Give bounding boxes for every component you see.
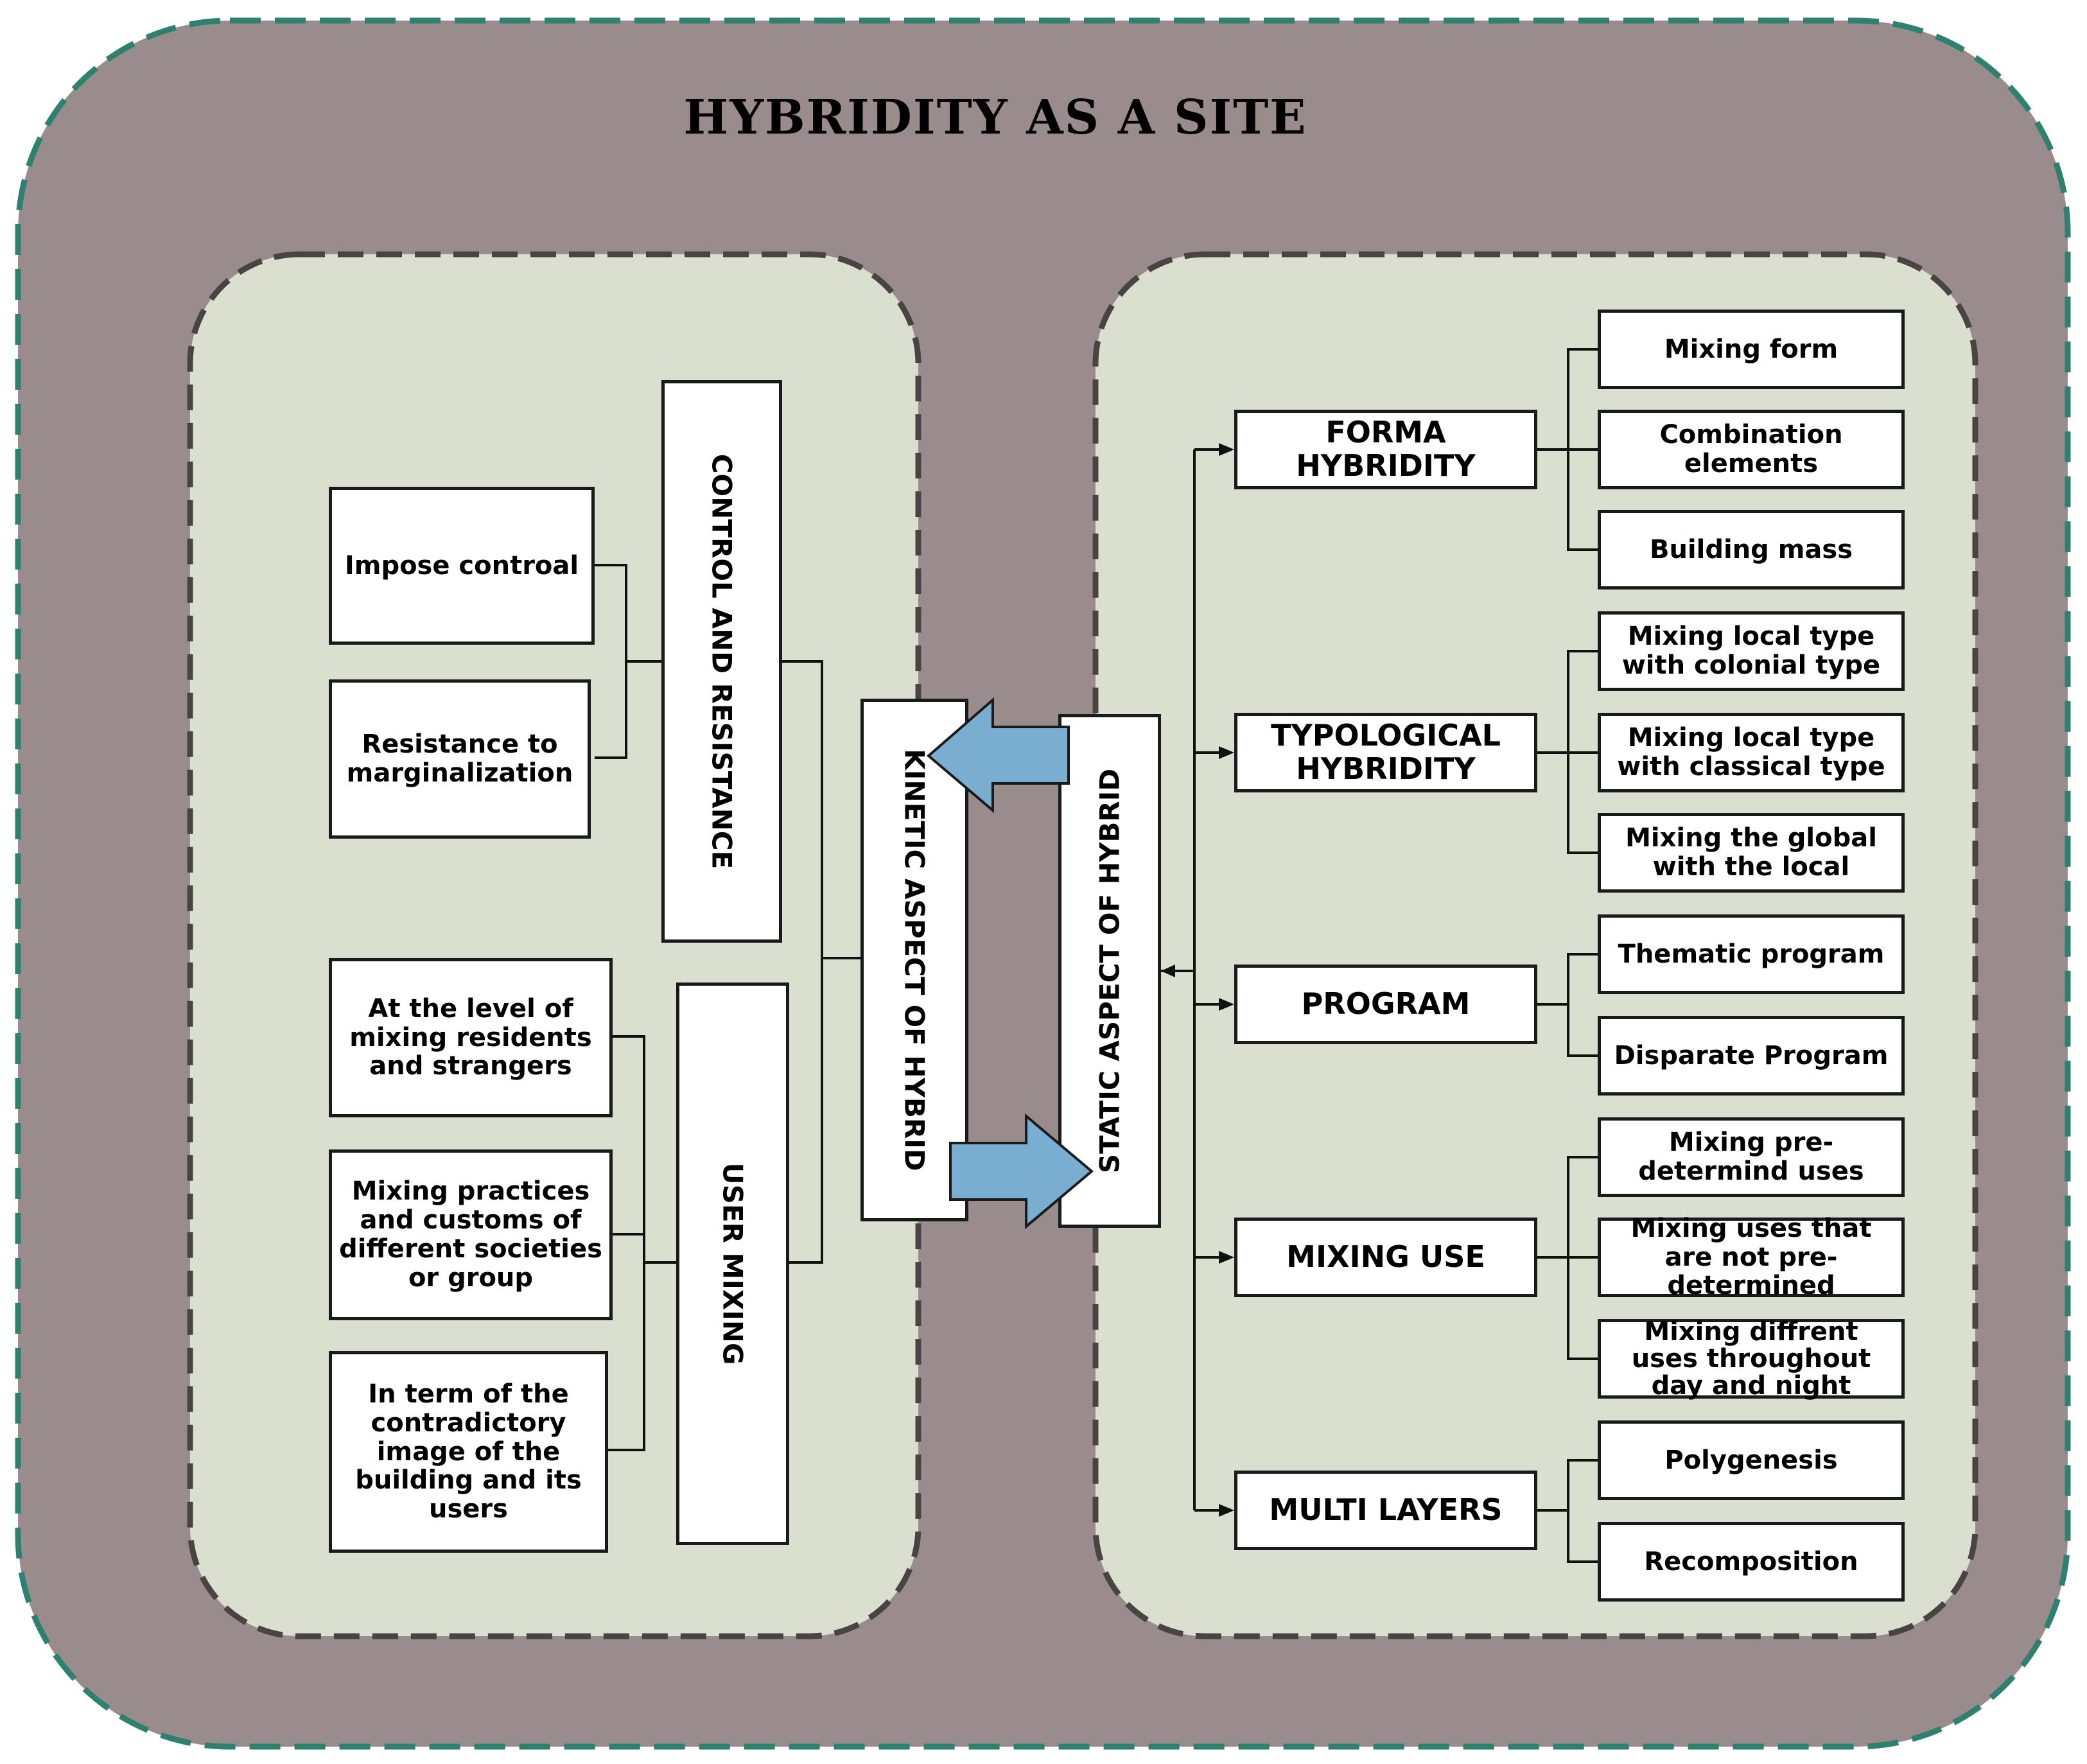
polygenesis-box: Polygenesis: [1598, 1420, 1905, 1500]
user-mixing-label: USER MIXING: [717, 1162, 749, 1365]
polygenesis-label: Polygenesis: [1664, 1445, 1838, 1475]
static-aspect-box: STATIC ASPECT OF HYBRID: [1058, 714, 1161, 1228]
thematic-program-box: Thematic program: [1598, 914, 1905, 994]
disparate-program-label: Disparate Program: [1614, 1040, 1889, 1070]
recomposition-box: Recomposition: [1598, 1522, 1905, 1602]
recomposition-label: Recomposition: [1644, 1546, 1858, 1576]
global-local-box: Mixing the global with the local: [1598, 813, 1905, 893]
building-mass-box: Building mass: [1598, 510, 1905, 589]
combination-elements-label: Combination elements: [1659, 420, 1843, 478]
residents-strangers-box: At the level of mixing residents and str…: [329, 958, 613, 1117]
not-pre-determined-label: Mixing uses that are not pre-determined: [1630, 1213, 1872, 1301]
day-and-night-box: Mixing diffrent uses throughout day and …: [1598, 1317, 1905, 1401]
impose-control-box: Impose controal: [329, 487, 595, 645]
practices-customs-box: Mixing practices and customs of differen…: [329, 1149, 613, 1320]
resistance-marginalization-label: Resistance to marginalization: [346, 729, 573, 788]
local-classical-box: Mixing local type with classical type: [1598, 713, 1905, 792]
right-connectors: [1161, 348, 1598, 1563]
thematic-program-label: Thematic program: [1618, 939, 1885, 969]
static-aspect-label: STATIC ASPECT OF HYBRID: [1094, 768, 1126, 1174]
program-label: PROGRAM: [1301, 986, 1471, 1022]
forma-hybridity-label: FORMA HYBRIDITY: [1296, 415, 1476, 483]
global-local-label: Mixing the global with the local: [1625, 823, 1877, 882]
left-connectors: [595, 564, 860, 1451]
control-and-resistance-box: CONTROL AND RESISTANCE: [661, 380, 782, 943]
mixing-use-box: MIXING USE: [1234, 1218, 1537, 1297]
day-and-night-label: Mixing diffrent uses throughout day and …: [1631, 1317, 1871, 1401]
combination-elements-box: Combination elements: [1598, 410, 1905, 489]
mixing-form-label: Mixing form: [1664, 334, 1838, 364]
resistance-marginalization-box: Resistance to marginalization: [329, 679, 591, 839]
disparate-program-box: Disparate Program: [1598, 1016, 1905, 1096]
mixing-use-label: MIXING USE: [1286, 1239, 1485, 1275]
typological-hybridity-label: TYPOLOGICAL HYBRIDITY: [1271, 718, 1501, 786]
pre-determind-uses-box: Mixing pre-determind uses: [1598, 1117, 1905, 1197]
impose-control-label: Impose controal: [344, 550, 579, 581]
practices-customs-label: Mixing practices and customs of differen…: [339, 1176, 602, 1293]
kinetic-aspect-box: KINETIC ASPECT OF HYBRID: [860, 699, 968, 1221]
contradictory-image-box: In term of the contradictory image of th…: [329, 1351, 608, 1553]
local-colonial-label: Mixing local type with colonial type: [1621, 622, 1881, 680]
mixing-form-box: Mixing form: [1598, 310, 1905, 389]
forma-hybridity-box: FORMA HYBRIDITY: [1234, 410, 1537, 489]
local-colonial-box: Mixing local type with colonial type: [1598, 611, 1905, 691]
multi-layers-box: MULTI LAYERS: [1234, 1471, 1537, 1550]
diagram-title: HYBRIDITY AS A SITE: [683, 90, 1307, 145]
connector-arrowheads: [1161, 443, 1234, 1517]
not-pre-determined-box: Mixing uses that are not pre-determined: [1598, 1214, 1905, 1300]
residents-strangers-label: At the level of mixing residents and str…: [349, 993, 592, 1081]
pre-determind-uses-label: Mixing pre-determind uses: [1638, 1128, 1864, 1186]
user-mixing-box: USER MIXING: [676, 982, 789, 1545]
typological-hybridity-box: TYPOLOGICAL HYBRIDITY: [1234, 713, 1537, 792]
control-and-resistance-label: CONTROL AND RESISTANCE: [706, 453, 738, 869]
kinetic-aspect-label: KINETIC ASPECT OF HYBRID: [898, 749, 930, 1171]
local-classical-label: Mixing local type with classical type: [1617, 723, 1885, 782]
building-mass-label: Building mass: [1649, 534, 1853, 564]
program-box: PROGRAM: [1234, 965, 1537, 1044]
contradictory-image-label: In term of the contradictory image of th…: [355, 1379, 582, 1524]
multi-layers-label: MULTI LAYERS: [1269, 1492, 1503, 1528]
